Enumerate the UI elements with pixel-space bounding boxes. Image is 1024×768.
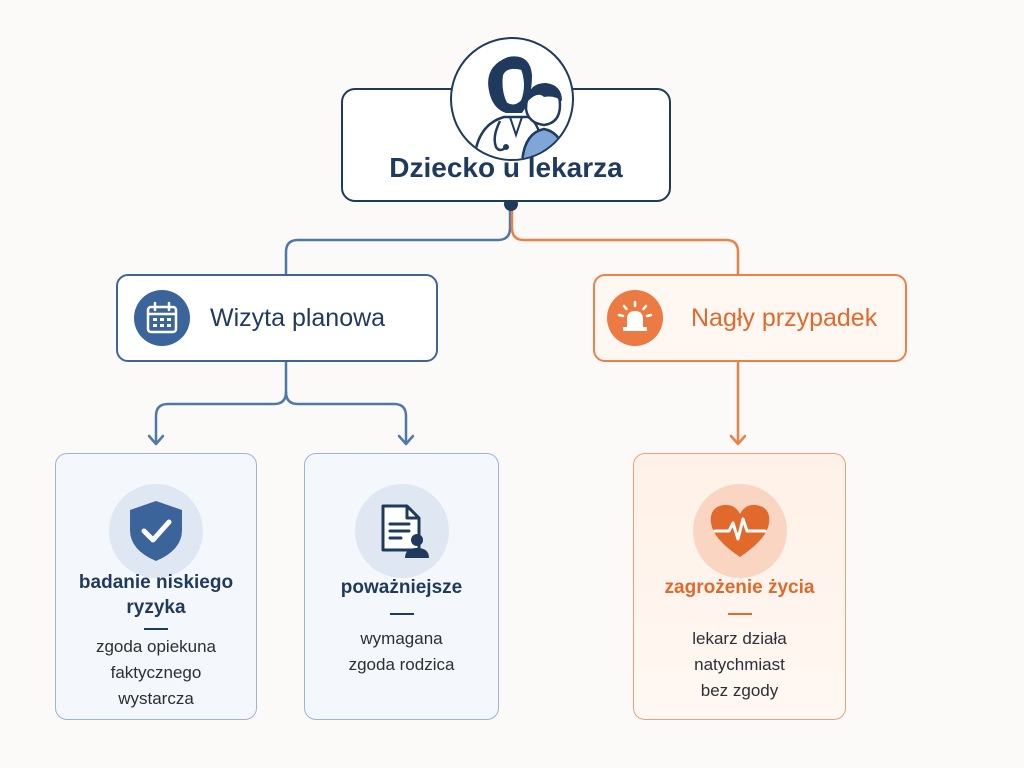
category-label-planned: Wizyta planowa <box>210 303 386 332</box>
shield-check-icon <box>109 484 203 578</box>
connector-root-to-emergency <box>510 202 740 276</box>
connector-root-to-planned <box>284 202 512 276</box>
arrowhead-low-risk <box>147 434 165 446</box>
root-title: Dziecko u lekarza <box>389 152 623 183</box>
leaf-divider <box>144 628 168 630</box>
leaf-low-risk-exam: badanie niskiego ryzyka zgoda opiekuna f… <box>55 453 257 720</box>
leaf-description: zgoda opiekuna faktycznego wystarcza <box>95 637 217 708</box>
heart-pulse-icon <box>692 484 787 578</box>
arrowhead-serious <box>397 434 415 446</box>
leaf-title: badanie niskiego ryzyka <box>78 572 234 618</box>
calendar-icon <box>134 290 190 346</box>
doctor-and-child-icon <box>450 37 574 161</box>
leaf-serious-exam: poważniejsze wymagana zgoda rodzica <box>304 453 499 720</box>
leaf-title: zagrożenie życia <box>664 577 815 598</box>
leaf-divider <box>727 613 752 615</box>
leaf-life-threat: zagrożenie życia lekarz działa natychmia… <box>633 453 846 720</box>
leaf-description: wymagana zgoda rodzica <box>348 629 455 674</box>
category-planned-visit: Wizyta planowa <box>116 274 438 362</box>
category-emergency: Nagły przypadek <box>593 274 907 362</box>
connector-planned-to-serious <box>284 390 408 445</box>
leaf-divider <box>389 613 414 615</box>
leaf-title: poważniejsze <box>340 577 463 598</box>
arrowhead-life-threat <box>729 434 747 446</box>
connector-planned-to-low-risk <box>154 360 288 445</box>
category-label-emergency: Nagły przypadek <box>691 303 878 332</box>
document-person-icon <box>354 484 449 578</box>
leaf-description: lekarz działa natychmiast bez zgody <box>692 629 787 700</box>
siren-icon <box>607 290 663 346</box>
